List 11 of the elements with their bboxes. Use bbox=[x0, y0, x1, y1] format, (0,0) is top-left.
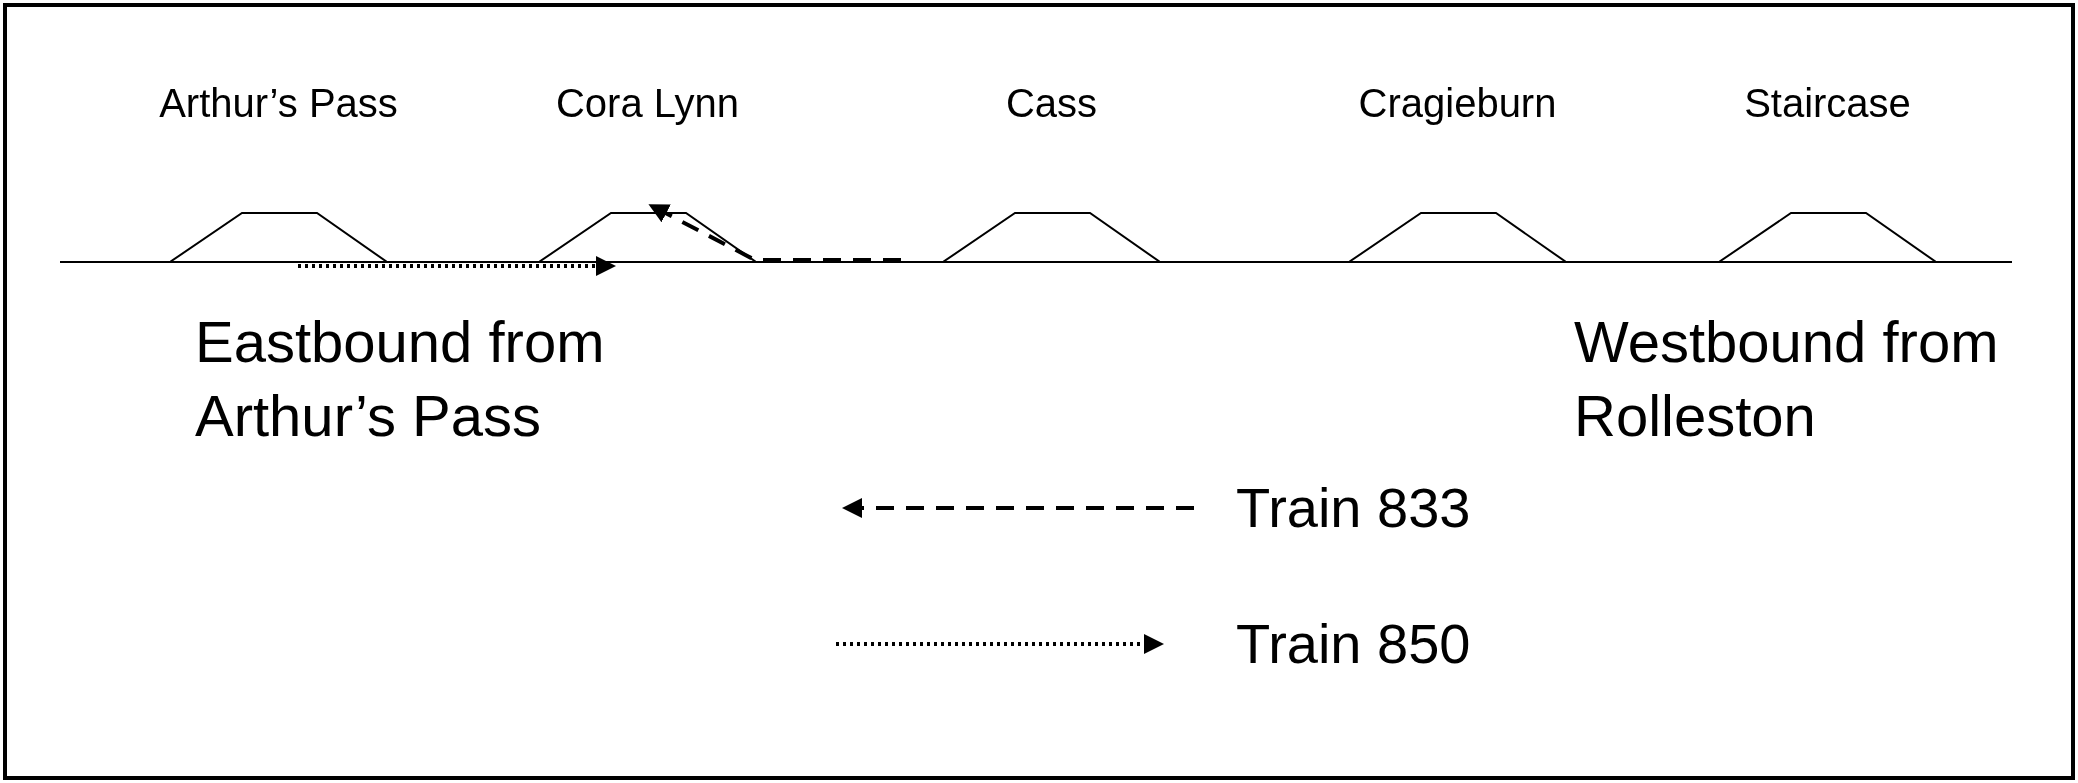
train-path-arrow bbox=[648, 204, 901, 262]
legend-label: Train 850 bbox=[1236, 612, 1471, 676]
station-label: Staircase bbox=[1744, 80, 1911, 126]
station-label: Cragieburn bbox=[1358, 80, 1557, 126]
direction-note: Eastbound from Arthur’s Pass bbox=[195, 308, 606, 450]
legend-label: Train 833 bbox=[1236, 476, 1471, 540]
station-label: Arthur’s Pass bbox=[159, 80, 398, 126]
train-path-arrow bbox=[298, 256, 616, 276]
station-label: Cora Lynn bbox=[555, 80, 740, 126]
station-label: Cass bbox=[1005, 80, 1098, 126]
direction-note: Westbound from Rolleston bbox=[1574, 308, 2000, 450]
